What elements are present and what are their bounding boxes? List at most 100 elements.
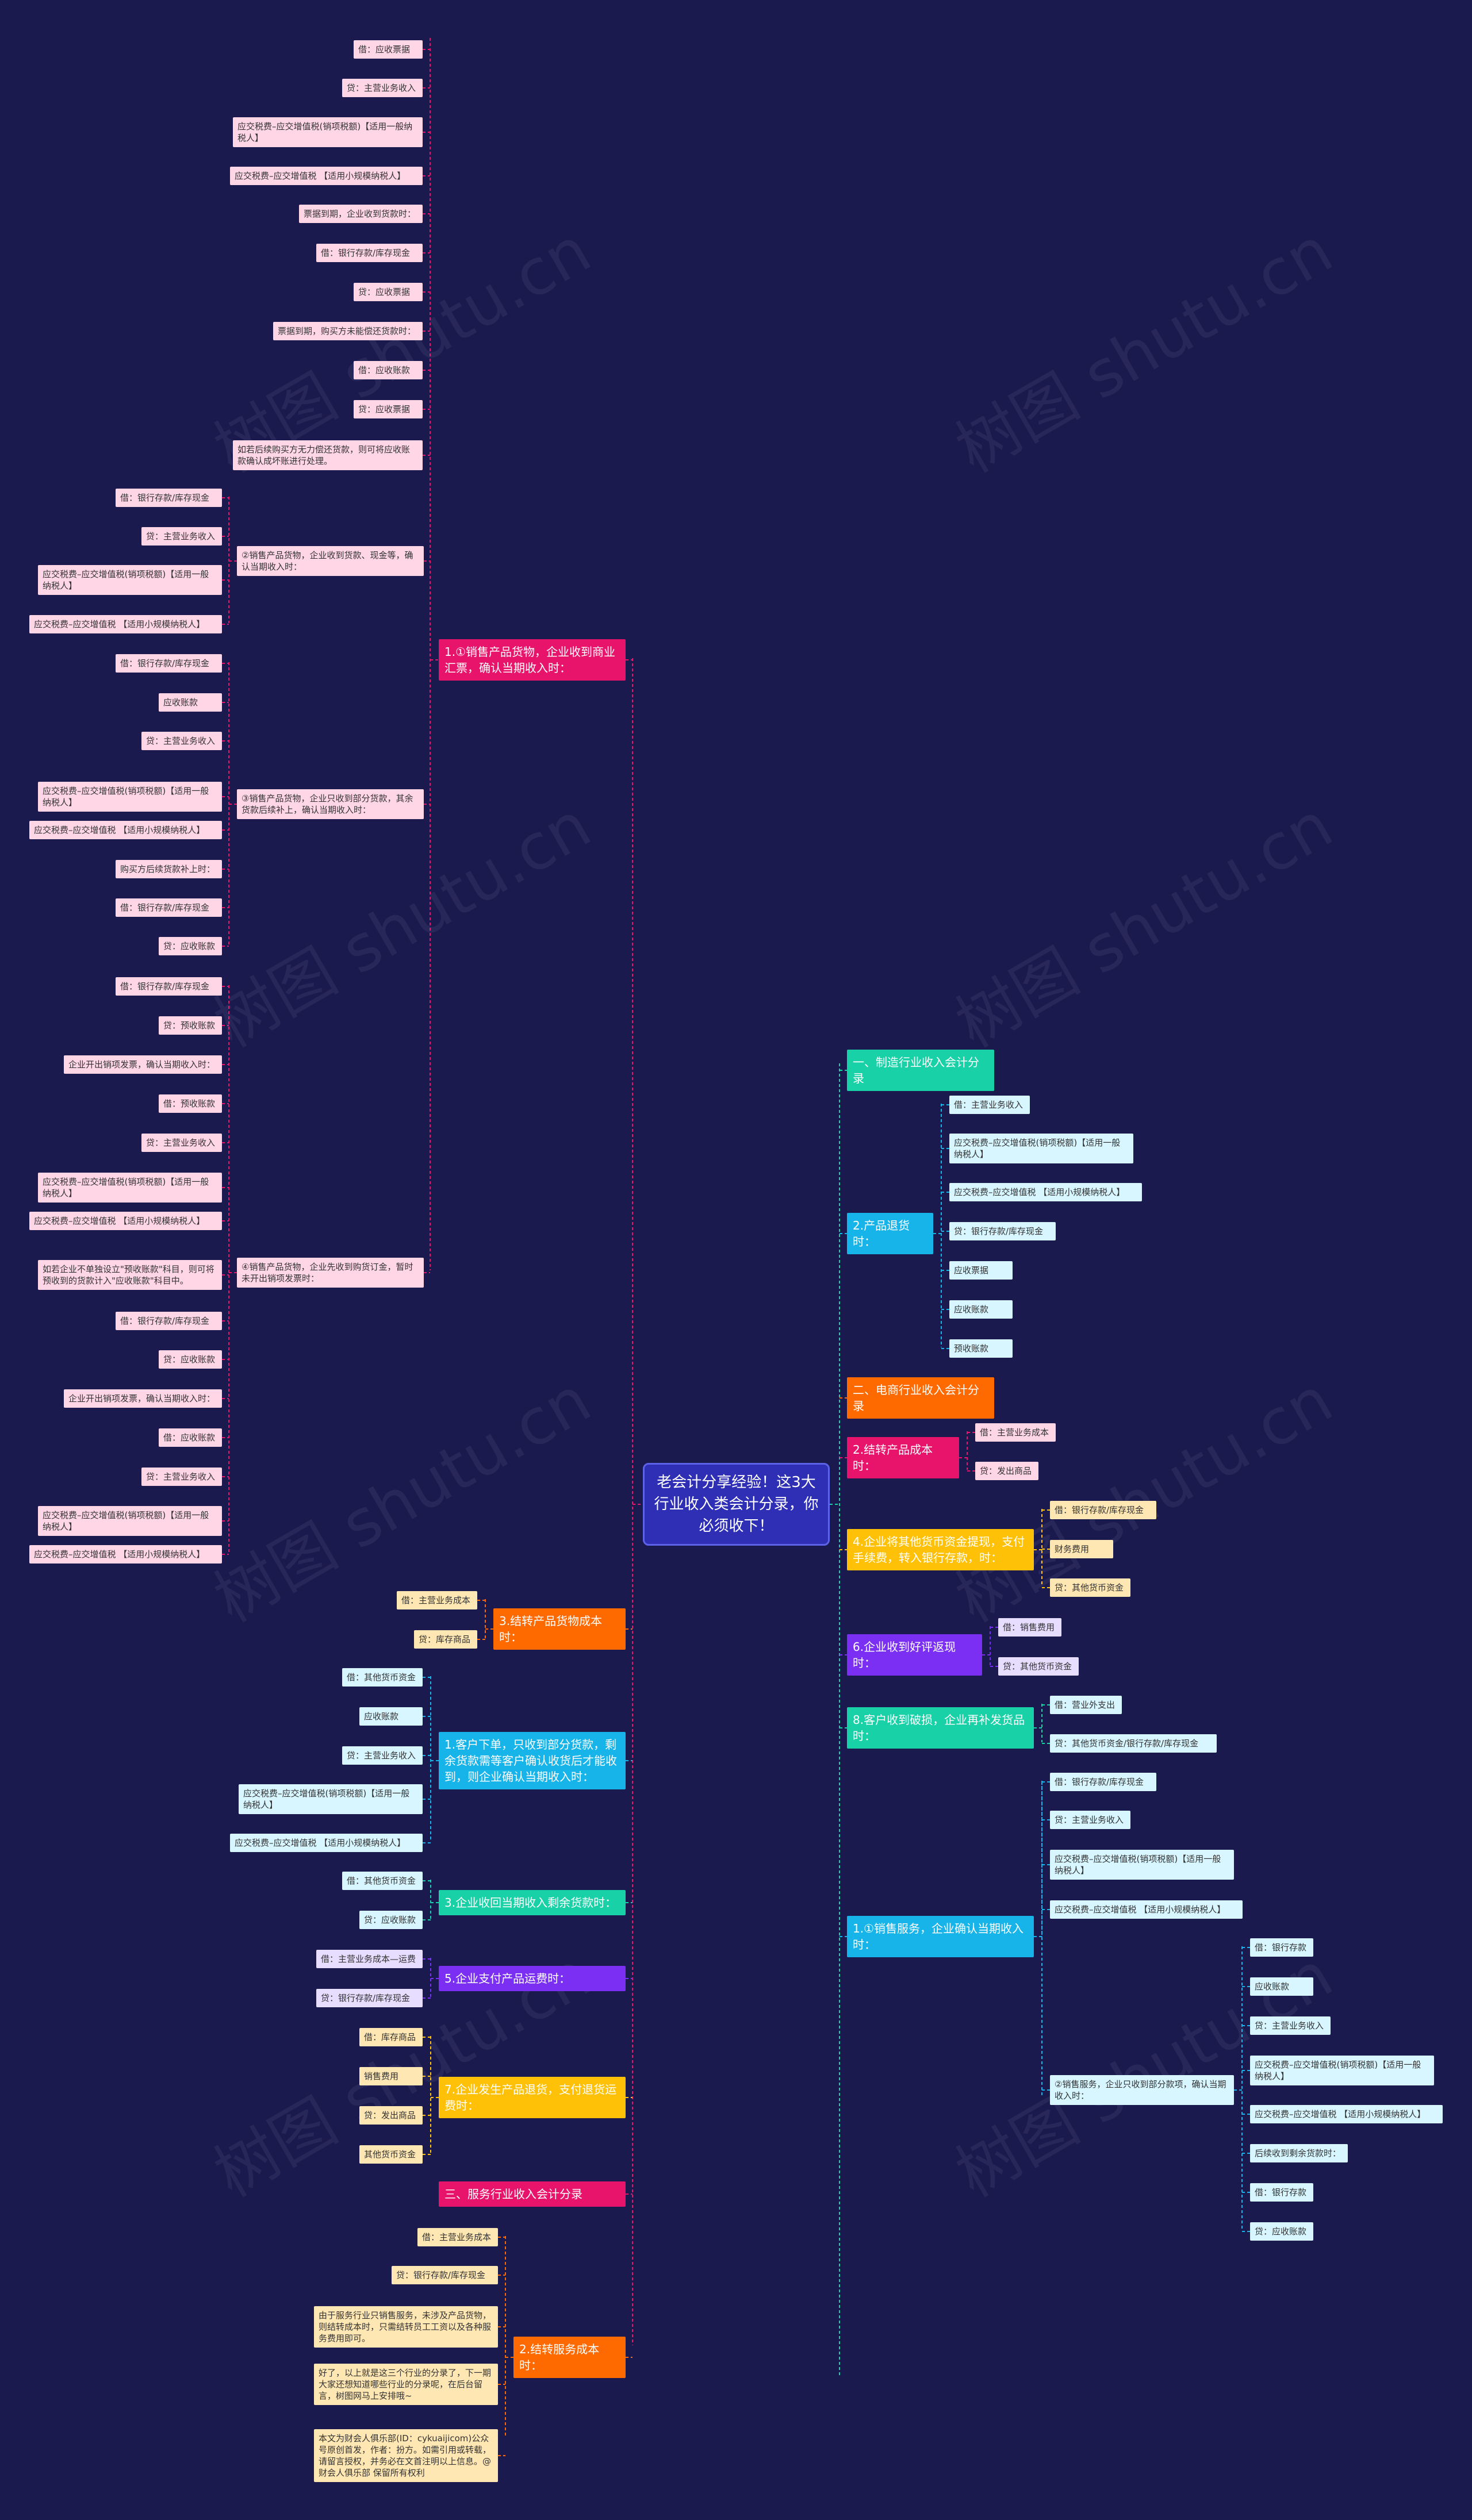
r2-item-4[interactable]: 应收票据 bbox=[949, 1261, 1013, 1280]
r8-item-1[interactable]: 贷：主营业务收入 bbox=[1050, 1811, 1130, 1829]
b1-item-1[interactable]: 贷：主营业务收入 bbox=[342, 79, 423, 97]
b11-item-1[interactable]: 贷：银行存款/库存现金 bbox=[392, 2266, 498, 2284]
branch-b6[interactable]: 1.客户下单，只收到部分货款，剩余货款需等客户确认收货后才能收到，则企业确认当期… bbox=[439, 1732, 626, 1789]
r2-item-2[interactable]: 应交税费–应交增值税 【适用小规模纳税人】 bbox=[949, 1183, 1142, 1201]
r9-item-4[interactable]: 应交税费–应交增值税 【适用小规模纳税人】 bbox=[1250, 2105, 1443, 2123]
r2-item-0[interactable]: 借：主营业务收入 bbox=[949, 1096, 1030, 1114]
branch-r5[interactable]: 4.企业将其他货币资金提现，支付手续费，转入银行存款，时： bbox=[847, 1529, 1034, 1570]
r6-item-0[interactable]: 借：销售费用 bbox=[998, 1618, 1061, 1637]
branch-r3[interactable]: 二、电商行业收入会计分录 bbox=[847, 1377, 994, 1419]
r8-item-0[interactable]: 借：银行存款/库存现金 bbox=[1050, 1773, 1156, 1791]
b9-item-3[interactable]: 其他货币资金 bbox=[359, 2145, 423, 2164]
branch-b7[interactable]: 3.企业收回当期收入剩余货款时： bbox=[439, 1890, 626, 1915]
b11-item-0[interactable]: 借：主营业务成本 bbox=[417, 2228, 498, 2246]
b1-item-8[interactable]: 借：应收账款 bbox=[354, 361, 423, 379]
r9-item-3[interactable]: 应交税费–应交增值税(销项税额)【适用一般纳税人】 bbox=[1250, 2056, 1434, 2085]
b6-item-3[interactable]: 应交税费–应交增值税(销项税额)【适用一般纳税人】 bbox=[239, 1784, 423, 1814]
branch-b8[interactable]: 5.企业支付产品运费时： bbox=[439, 1966, 626, 1991]
root-topic[interactable]: 老会计分享经验！这3大行业收入类会计分录，你必须收下！ bbox=[643, 1463, 830, 1546]
r2-item-6[interactable]: 预收账款 bbox=[949, 1339, 1013, 1358]
b4-item-12[interactable]: 贷：主营业务收入 bbox=[141, 1468, 222, 1486]
b4-item-6[interactable]: 应交税费–应交增值税 【适用小规模纳税人】 bbox=[29, 1212, 222, 1230]
r9-item-1[interactable]: 应收账款 bbox=[1250, 1977, 1313, 1996]
b4-item-9[interactable]: 贷：应收账款 bbox=[159, 1350, 222, 1369]
r9-item-2[interactable]: 贷：主营业务收入 bbox=[1250, 2016, 1331, 2035]
r4-item-1[interactable]: 贷：发出商品 bbox=[975, 1462, 1038, 1480]
b11-item-4[interactable]: 本文为财会人俱乐部(ID：cykuaijicom)公众号原创首发，作者：扮方。如… bbox=[314, 2429, 498, 2482]
b1-item-2[interactable]: 应交税费–应交增值税(销项税额)【适用一般纳税人】 bbox=[233, 117, 423, 147]
branch-b10[interactable]: 三、服务行业收入会计分录 bbox=[439, 2181, 626, 2207]
b3-item-0[interactable]: 借：银行存款/库存现金 bbox=[116, 654, 222, 673]
b9-item-2[interactable]: 贷：发出商品 bbox=[359, 2106, 423, 2125]
b4-item-0[interactable]: 借：银行存款/库存现金 bbox=[116, 977, 222, 996]
b8-item-1[interactable]: 贷：银行存款/库存现金 bbox=[316, 1989, 423, 2007]
b3-item-5[interactable]: 购买方后续货款补上时： bbox=[116, 860, 222, 878]
branch-b4[interactable]: ④销售产品货物，企业先收到购货订金，暂时未开出销项发票时： bbox=[237, 1258, 424, 1288]
r5-item-2[interactable]: 贷：其他货币资金 bbox=[1050, 1578, 1130, 1597]
r9-item-6[interactable]: 借：银行存款 bbox=[1250, 2183, 1313, 2202]
r9-item-0[interactable]: 借：银行存款 bbox=[1250, 1938, 1313, 1957]
branch-r6[interactable]: 6.企业收到好评返现时： bbox=[847, 1634, 982, 1676]
b4-item-14[interactable]: 应交税费–应交增值税 【适用小规模纳税人】 bbox=[29, 1545, 222, 1564]
branch-b9[interactable]: 7.企业发生产品退货，支付退货运费时： bbox=[439, 2077, 626, 2118]
b3-item-1[interactable]: 应收账款 bbox=[159, 693, 222, 712]
b6-item-1[interactable]: 应收账款 bbox=[359, 1707, 423, 1726]
b1-item-9[interactable]: 贷：应收票据 bbox=[354, 400, 423, 418]
b1-item-10[interactable]: 如若后续购买方无力偿还货款，则可将应收账款确认成坏账进行处理。 bbox=[233, 440, 423, 470]
b1-item-0[interactable]: 借：应收票据 bbox=[354, 40, 423, 59]
b9-item-0[interactable]: 借：库存商品 bbox=[359, 2028, 423, 2046]
b9-item-1[interactable]: 销售费用 bbox=[359, 2067, 423, 2085]
b3-item-4[interactable]: 应交税费–应交增值税 【适用小规模纳税人】 bbox=[29, 821, 222, 839]
r5-item-1[interactable]: 财务费用 bbox=[1050, 1540, 1113, 1558]
r2-item-5[interactable]: 应收账款 bbox=[949, 1300, 1013, 1319]
b6-item-2[interactable]: 贷：主营业务收入 bbox=[342, 1746, 423, 1765]
b4-item-1[interactable]: 贷：预收账款 bbox=[159, 1016, 222, 1035]
branch-b5[interactable]: 3.结转产品货物成本时： bbox=[493, 1608, 626, 1650]
r9-item-7[interactable]: 贷：应收账款 bbox=[1250, 2222, 1313, 2241]
b4-item-13[interactable]: 应交税费–应交增值税(销项税额)【适用一般纳税人】 bbox=[38, 1506, 222, 1536]
r2-item-1[interactable]: 应交税费–应交增值税(销项税额)【适用一般纳税人】 bbox=[949, 1134, 1133, 1163]
b3-item-2[interactable]: 贷：主营业务收入 bbox=[141, 732, 222, 750]
branch-r2[interactable]: 2.产品退货时： bbox=[847, 1213, 933, 1254]
b7-item-1[interactable]: 贷：应收账款 bbox=[359, 1911, 423, 1929]
b1-item-5[interactable]: 借：银行存款/库存现金 bbox=[316, 244, 423, 262]
branch-r4[interactable]: 2.结转产品成本时： bbox=[847, 1437, 959, 1478]
b5-item-0[interactable]: 借：主营业务成本 bbox=[397, 1591, 477, 1609]
r8-item-2[interactable]: 应交税费–应交增值税(销项税额)【适用一般纳税人】 bbox=[1050, 1850, 1234, 1880]
b4-item-11[interactable]: 借：应收账款 bbox=[159, 1428, 222, 1447]
branch-r1[interactable]: 一、制造行业收入会计分录 bbox=[847, 1050, 994, 1091]
b4-item-8[interactable]: 借：银行存款/库存现金 bbox=[116, 1312, 222, 1330]
r9-item-5[interactable]: 后续收到剩余货款时： bbox=[1250, 2144, 1348, 2162]
b3-item-3[interactable]: 应交税费–应交增值税(销项税额)【适用一般纳税人】 bbox=[38, 782, 222, 812]
branch-b2[interactable]: ②销售产品货物，企业收到货款、现金等，确认当期收入时： bbox=[237, 546, 424, 576]
b11-item-3[interactable]: 好了，以上就是这三个行业的分录了，下一期大家还想知道哪些行业的分录呢，在后台留言… bbox=[314, 2364, 498, 2405]
b1-item-6[interactable]: 贷：应收票据 bbox=[354, 283, 423, 301]
b4-item-10[interactable]: 企业开出销项发票，确认当期收入时： bbox=[64, 1389, 222, 1408]
b1-item-4[interactable]: 票据到期，企业收到货款时： bbox=[299, 205, 423, 223]
branch-r9[interactable]: ②销售服务，企业只收到部分款项，确认当期收入时： bbox=[1050, 2075, 1234, 2105]
branch-b3[interactable]: ③销售产品货物，企业只收到部分货款，其余货款后续补上，确认当期收入时： bbox=[237, 789, 424, 819]
b1-item-7[interactable]: 票据到期，购买方未能偿还货款时： bbox=[273, 322, 423, 340]
r2-item-3[interactable]: 贷：银行存款/库存现金 bbox=[949, 1222, 1056, 1240]
b4-item-5[interactable]: 应交税费–应交增值税(销项税额)【适用一般纳税人】 bbox=[38, 1173, 222, 1203]
b3-item-7[interactable]: 贷：应收账款 bbox=[159, 937, 222, 955]
b3-item-6[interactable]: 借：银行存款/库存现金 bbox=[116, 898, 222, 917]
r7-item-0[interactable]: 借：营业外支出 bbox=[1050, 1696, 1122, 1714]
b2-item-0[interactable]: 借：银行存款/库存现金 bbox=[116, 489, 222, 507]
b6-item-0[interactable]: 借：其他货币资金 bbox=[342, 1668, 423, 1687]
branch-b11[interactable]: 2.结转服务成本时： bbox=[513, 2337, 626, 2378]
b2-item-2[interactable]: 应交税费–应交增值税(销项税额)【适用一般纳税人】 bbox=[38, 565, 222, 595]
b1-item-3[interactable]: 应交税费–应交增值税 【适用小规模纳税人】 bbox=[230, 167, 423, 185]
branch-r8[interactable]: 1.①销售服务，企业确认当期收入时： bbox=[847, 1916, 1034, 1957]
branch-r7[interactable]: 8.客户收到破损，企业再补发货品时： bbox=[847, 1707, 1034, 1749]
b4-item-3[interactable]: 借：预收账款 bbox=[159, 1094, 222, 1113]
branch-b1[interactable]: 1.①销售产品货物，企业收到商业汇票，确认当期收入时： bbox=[439, 639, 626, 681]
b7-item-0[interactable]: 借：其他货币资金 bbox=[342, 1872, 423, 1890]
r6-item-1[interactable]: 贷：其他货币资金 bbox=[998, 1657, 1079, 1676]
b6-item-4[interactable]: 应交税费–应交增值税 【适用小规模纳税人】 bbox=[230, 1834, 423, 1852]
r5-item-0[interactable]: 借：银行存款/库存现金 bbox=[1050, 1501, 1156, 1519]
b4-item-2[interactable]: 企业开出销项发票，确认当期收入时： bbox=[64, 1055, 222, 1074]
b2-item-3[interactable]: 应交税费–应交增值税 【适用小规模纳税人】 bbox=[29, 615, 222, 633]
b4-item-4[interactable]: 贷：主营业务收入 bbox=[141, 1134, 222, 1152]
b5-item-1[interactable]: 贷：库存商品 bbox=[414, 1630, 477, 1649]
